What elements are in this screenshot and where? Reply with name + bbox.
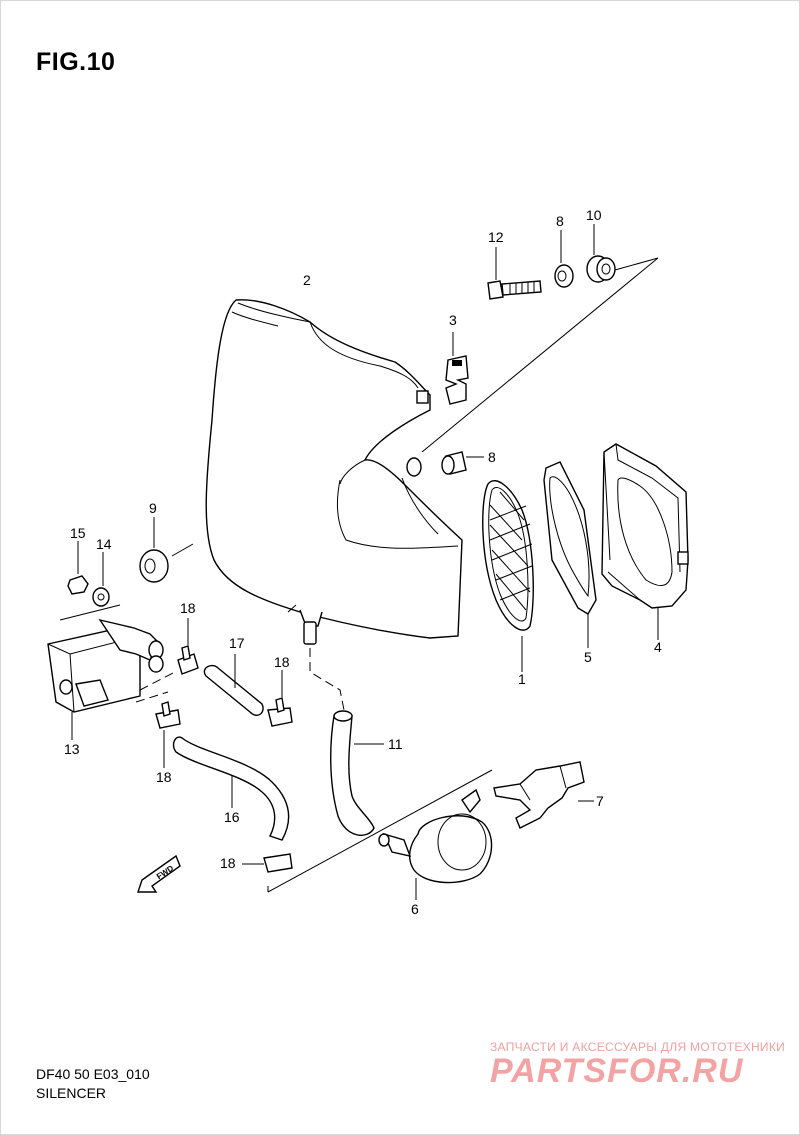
watermark-tagline: ЗАПЧАСТИ И АКСЕССУАРЫ ДЛЯ МОТОТЕХНИКИ — [490, 1040, 786, 1054]
callout-4: 4 — [654, 639, 662, 655]
callout-9: 9 — [149, 500, 157, 516]
clip-part — [445, 332, 469, 405]
connection-line-b — [135, 691, 169, 703]
callout-17: 17 — [229, 635, 245, 651]
callout-5: 5 — [584, 649, 592, 665]
connection-line-a — [139, 671, 176, 691]
callout-13: 13 — [64, 741, 80, 757]
callout-10: 10 — [586, 207, 602, 223]
callout-18-b: 18 — [274, 654, 290, 670]
diagram-caption: SILENCER — [36, 1085, 107, 1101]
nut-fifteen — [67, 541, 89, 595]
callout-2: 2 — [303, 272, 311, 288]
grommet-nine — [139, 517, 194, 583]
connection-line-c — [309, 648, 345, 711]
washer-fourteen — [92, 552, 110, 607]
callout-15: 15 — [70, 525, 86, 541]
screen-part — [482, 480, 534, 672]
callout-18-d: 18 — [220, 855, 236, 871]
grommet-middle — [441, 451, 484, 475]
guide-line-top — [614, 257, 659, 271]
guide-line-valve — [59, 604, 121, 621]
callout-16: 16 — [224, 809, 240, 825]
watermark-logo: PARTSFOR.RU — [490, 1052, 744, 1090]
diagram-code: DF40 50 E03_010 — [36, 1066, 150, 1082]
short-hose — [203, 654, 264, 716]
bolt-part — [487, 247, 542, 300]
hose-clip-b — [267, 670, 293, 727]
forward-direction-marker: FWD — [137, 854, 181, 893]
callout-18-c: 18 — [156, 769, 172, 785]
grommet-top — [554, 230, 574, 288]
hose-clip-d — [242, 853, 293, 873]
guide-line-diagonal — [421, 257, 659, 453]
callout-6: 6 — [411, 901, 419, 917]
bent-hose — [172, 736, 290, 841]
l-hose — [330, 710, 384, 836]
callout-7: 7 — [596, 793, 604, 809]
callout-12: 12 — [488, 229, 504, 245]
bracket-part — [493, 761, 594, 829]
callout-8-middle: 8 — [488, 449, 496, 465]
callout-11: 11 — [388, 736, 403, 752]
hose-clip-a — [177, 618, 199, 675]
hose-clip-c — [155, 701, 181, 768]
callout-3: 3 — [449, 312, 457, 328]
callout-18-a: 18 — [180, 600, 196, 616]
filter-part — [378, 788, 493, 900]
gasket-part — [543, 461, 597, 648]
solenoid-valve — [47, 618, 164, 740]
collar-part — [586, 224, 616, 283]
intake-housing — [601, 443, 689, 640]
guide-line-bottom — [267, 769, 493, 893]
callout-8-top: 8 — [556, 213, 564, 229]
silencer-case — [205, 299, 463, 645]
callout-1: 1 — [518, 671, 526, 687]
callout-14: 14 — [96, 536, 112, 552]
figure-title: FIG.10 — [36, 48, 116, 76]
